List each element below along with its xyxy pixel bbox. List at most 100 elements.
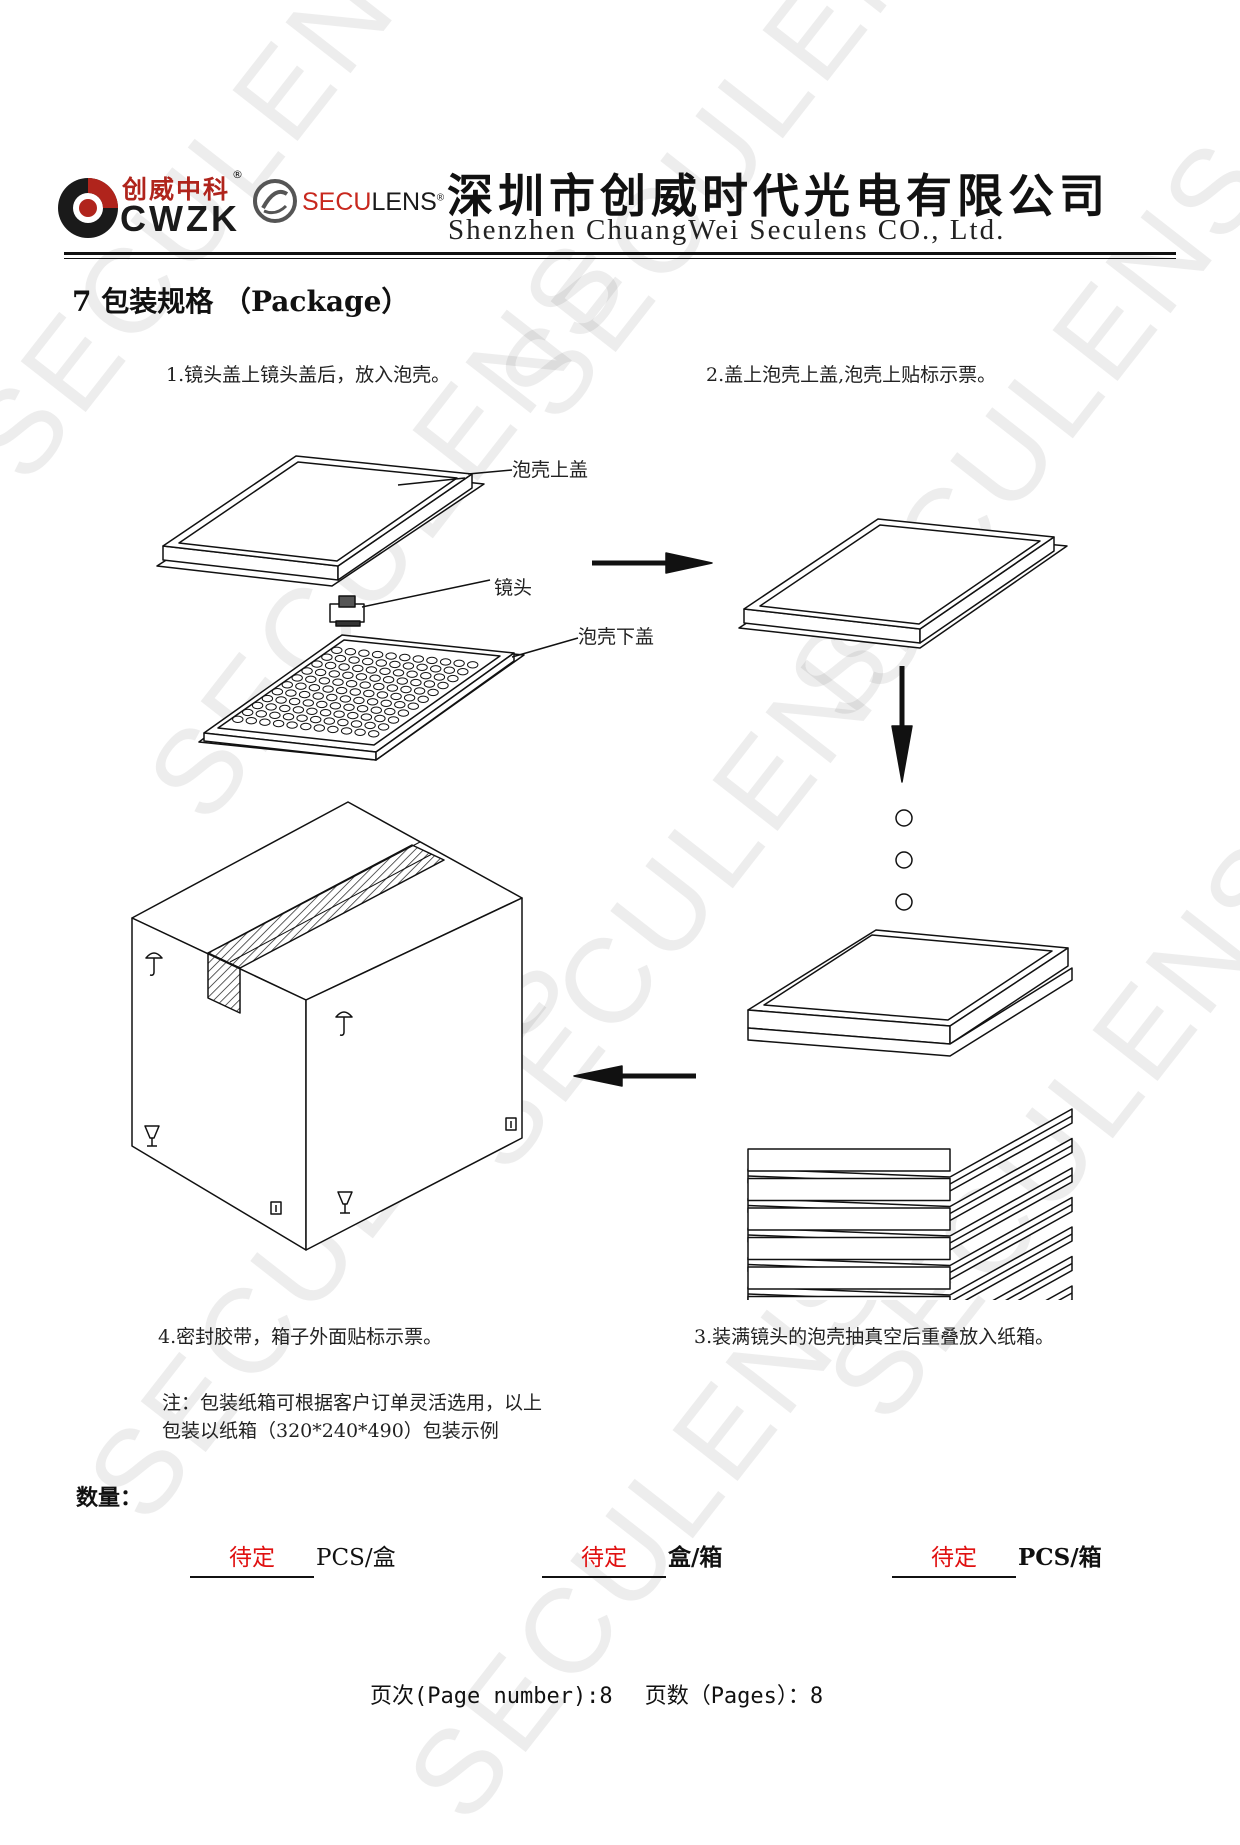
tray-cell: [402, 662, 415, 670]
tray-cell: [305, 675, 317, 683]
tray-cell: [352, 664, 364, 673]
tray-cell: [313, 724, 325, 732]
tray-cell: [316, 700, 328, 709]
tray-cell: [327, 725, 339, 734]
stack-top-blister: [747, 929, 1073, 1057]
lens-part: [329, 579, 491, 627]
glass-icon: [337, 1191, 353, 1214]
tray-cell: [377, 723, 390, 731]
tray-cell: [406, 670, 418, 678]
tray-cell: [301, 667, 313, 675]
tray-cell: [326, 693, 338, 702]
logo-cn-text: 创威中科: [122, 175, 231, 204]
tray-cell: [350, 720, 363, 728]
tray-cell: [386, 684, 399, 692]
seculens-logo-icon: [253, 179, 297, 223]
seculens-red-part: SECU: [302, 188, 372, 216]
top-cover-label: 泡壳上盖: [512, 459, 589, 481]
step-2-text: 2.盖上泡壳上盖,泡壳上贴标示票。: [706, 364, 997, 386]
tray-cell: [394, 701, 406, 709]
tray-cell: [295, 682, 307, 690]
tray-cell: [349, 688, 361, 696]
quantity-unit-pcs-per-box: PCS/盒: [316, 1545, 396, 1571]
tray-cell: [359, 681, 371, 689]
tray-cell: [371, 650, 384, 659]
tray-cell: [426, 656, 438, 665]
tray-cell: [379, 667, 391, 675]
tray-cell: [311, 660, 323, 668]
tray-cell: [399, 653, 411, 662]
note-line-1: 注：包装纸箱可根据客户订单灵活选用，以上: [162, 1392, 543, 1414]
tray-cell: [407, 702, 419, 710]
tray-cell: [292, 706, 305, 714]
tray-cell: [403, 694, 416, 702]
tray-cell: [373, 682, 385, 691]
seculens-brand: SECULENS®: [302, 188, 445, 216]
tray-cell: [310, 715, 322, 724]
tray-cell: [400, 685, 412, 694]
tray-cell: [457, 668, 469, 676]
tray-cell: [259, 718, 271, 726]
tray-cell: [390, 692, 402, 701]
tray-cell: [302, 699, 314, 707]
tray-cell: [412, 655, 424, 663]
tray-cell: [416, 663, 428, 671]
tray-cell: [340, 727, 353, 735]
tray-cell: [323, 717, 335, 725]
closed-blister: [738, 518, 1068, 649]
tray-cell: [328, 670, 340, 678]
quantity-title: 数量：: [76, 1485, 143, 1511]
tray-cell: [384, 707, 396, 716]
tray-cell: [265, 703, 277, 711]
page-count: 页数（Pages）：8: [644, 1684, 824, 1709]
tray-cell: [338, 663, 350, 671]
tray-cell: [335, 686, 348, 695]
tray-cell: [288, 697, 301, 706]
tray-cell: [430, 665, 442, 673]
tray-cell: [319, 709, 332, 717]
tray-cell: [369, 674, 381, 682]
tray-cell: [344, 648, 357, 656]
tray-cell: [285, 689, 297, 697]
tray-cell: [296, 714, 308, 722]
tray-cell: [332, 678, 344, 686]
tray-cell: [286, 721, 298, 729]
tray-cell: [364, 721, 376, 730]
tray-cell: [324, 661, 337, 670]
tray-cells: [232, 646, 479, 738]
tray-cell: [261, 694, 274, 703]
tray-cell: [397, 709, 410, 717]
section-title: 7 包装规格 （Package）: [72, 285, 410, 318]
tray-cell: [439, 658, 452, 666]
tray-cell: [245, 717, 258, 725]
tray-cell: [420, 672, 432, 680]
lens-label: 镜头: [494, 577, 533, 599]
tray-cell: [410, 678, 422, 687]
tray-cell: [348, 656, 360, 664]
tray-cell: [358, 649, 370, 657]
tray-cell: [362, 657, 374, 666]
tray-cell: [334, 654, 347, 663]
tray-cell: [380, 699, 392, 707]
arrow-down: [891, 666, 913, 783]
bottom-cover-label: 泡壳下盖: [578, 626, 655, 648]
glass-icon: [144, 1125, 160, 1147]
tray-cell: [392, 669, 405, 677]
tray-cell: [279, 704, 291, 713]
arrow-right: [592, 552, 713, 574]
tray-cell: [333, 710, 345, 718]
tray-cell: [298, 690, 311, 699]
tray-cell: [389, 660, 401, 669]
step-3-text: 3.装满镜头的泡壳抽真空后重叠放入纸箱。: [694, 1326, 1055, 1348]
watermark: SECULENS: [381, 1213, 915, 1844]
tray-cell: [443, 666, 455, 674]
tray-cell: [382, 676, 395, 684]
tray-cell: [433, 673, 446, 681]
tray-cell: [321, 653, 333, 661]
tray-cell: [331, 646, 343, 654]
tray-cell: [376, 691, 389, 699]
tray-cell: [354, 728, 366, 736]
tray-cell: [365, 666, 378, 674]
tray-cell: [366, 698, 379, 706]
